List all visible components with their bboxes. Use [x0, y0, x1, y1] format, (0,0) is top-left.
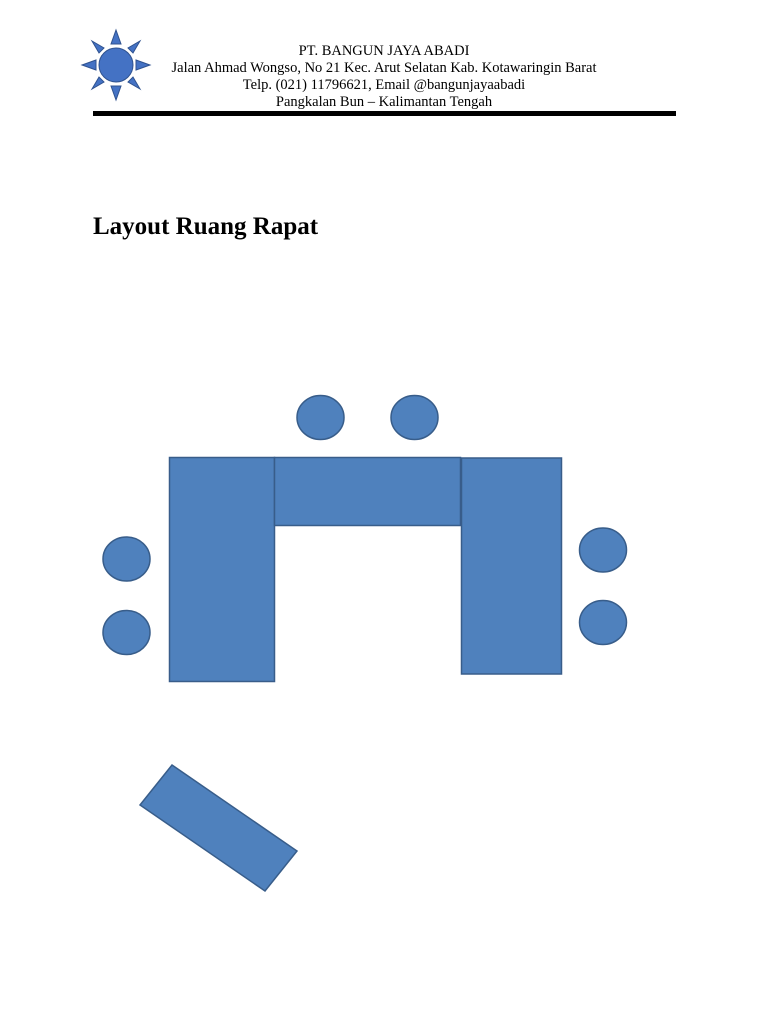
table-angled [138, 763, 299, 893]
chair-left-lower [102, 609, 151, 656]
company-city: Pangkalan Bun – Kalimantan Tengah [275, 94, 493, 110]
table-left [168, 456, 276, 683]
table-right [460, 457, 563, 675]
table-top [273, 456, 462, 527]
letterhead: PT. BANGUN JAYA ABADI Jalan Ahmad Wongso… [150, 43, 618, 111]
chair-top-right [390, 394, 439, 441]
chair-left-upper [102, 536, 151, 582]
page-title: Layout Ruang Rapat [93, 213, 319, 240]
chair-right-upper [578, 527, 628, 573]
company-address: Jalan Ahmad Wongso, No 21 Kec. Arut Sela… [171, 60, 597, 76]
chair-top-left [296, 394, 345, 441]
company-name: PT. BANGUN JAYA ABADI [298, 43, 470, 59]
header-rule [93, 111, 676, 116]
company-contact: Telp. (021) 11796621, Email @bangunjayaa… [242, 77, 526, 93]
chair-right-lower [578, 599, 628, 646]
sun-icon [80, 28, 152, 102]
